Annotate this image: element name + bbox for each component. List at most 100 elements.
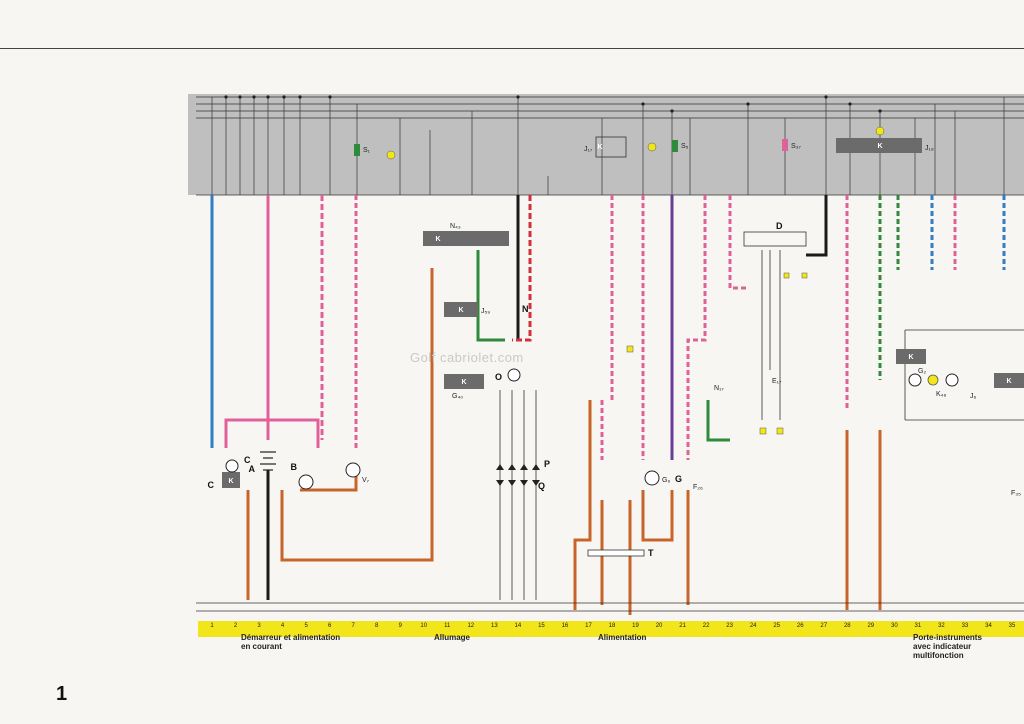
label-c-bottom: C [208, 480, 215, 490]
label-j18: J₁₈ [925, 145, 934, 152]
label-a: A [249, 464, 256, 474]
strip-number: 34 [985, 623, 992, 629]
circuit-number-strip [198, 621, 1024, 637]
label-g2: G₂ [918, 368, 926, 375]
label-g: G [675, 474, 682, 484]
wire-pink-loop [224, 418, 320, 448]
strip-number: 1 [210, 623, 214, 629]
strip-number: 14 [514, 623, 522, 629]
strip-number: 25 [773, 623, 781, 629]
strip-number: 22 [702, 623, 710, 629]
ground-bus [196, 602, 1024, 612]
label-g40: G₄₀ [452, 393, 463, 400]
strip-number: 7 [351, 623, 355, 629]
label-f35: F₃₅ [1011, 490, 1021, 497]
battery-a [260, 451, 276, 471]
g40-unit [444, 374, 484, 389]
strip-number: 12 [467, 623, 475, 629]
relay-k-7: K [1006, 378, 1011, 385]
relay-k-6: K [908, 354, 913, 361]
strip-number: 20 [655, 623, 663, 629]
d-ignition-switch [743, 231, 807, 247]
gauge-circles [225, 368, 959, 490]
label-v7: V₇ [362, 477, 370, 484]
j17-relay-box [595, 136, 627, 158]
bus-junctions [224, 95, 882, 113]
strip-number: 15 [538, 623, 545, 629]
s37-fuse [782, 139, 788, 151]
caption-ignition: Allumage [434, 633, 471, 642]
relay-k-3: K [435, 236, 440, 243]
strip-number: 24 [749, 623, 757, 629]
relay-k-2: K [877, 143, 882, 150]
strip-number: 19 [632, 623, 639, 629]
watermark: Golf cabriolet.com [410, 350, 524, 365]
bus-lines [196, 96, 1024, 119]
wire-pink-n17 [686, 195, 707, 460]
label-d: D [776, 221, 783, 231]
label-e17: E₁₇ [772, 378, 782, 385]
label-f26: F₂₆ [693, 484, 703, 491]
strip-number: 17 [585, 623, 592, 629]
label-p: P [544, 459, 550, 469]
label-j17: J₁₇ [584, 146, 593, 153]
strip-number: 31 [914, 623, 922, 629]
label-q: Q [538, 481, 545, 491]
strip-number: 10 [420, 623, 428, 629]
strip-number: 27 [820, 623, 828, 629]
strip-number: 11 [444, 623, 451, 629]
label-j6: J₆ [970, 393, 977, 400]
label-s37: S₃₇ [791, 143, 802, 150]
wire-red [512, 195, 532, 342]
thin-wires [499, 250, 1024, 600]
caption-starter: Démarreur et alimentation en courant [241, 633, 341, 651]
wire-black-d [806, 195, 828, 257]
wire-brown-g6 [641, 490, 674, 542]
plug-connectors [496, 464, 540, 486]
relay-marker-1 [386, 150, 396, 160]
label-c-top: C [244, 455, 251, 465]
label-b: B [291, 462, 298, 472]
relay-marker-3 [875, 126, 885, 136]
terminal-squares [626, 272, 808, 435]
strip-number: 21 [679, 623, 686, 629]
s5-fuse [672, 140, 678, 152]
label-g6: G₆ [662, 477, 670, 484]
strip-number: 28 [843, 623, 851, 629]
label-n43: N₄₃ [450, 223, 461, 230]
strip-number: 9 [398, 623, 402, 629]
strip-number: 35 [1008, 623, 1016, 629]
label-s1: S₁ [363, 147, 371, 154]
j18-relay-bar [836, 138, 922, 153]
label-s5: S₅ [681, 143, 689, 150]
wire-brown-fuel [573, 400, 592, 610]
relay-k-1: K [597, 144, 602, 151]
wire-brown-2 [280, 268, 434, 562]
label-o: O [495, 372, 502, 382]
strip-number: 3 [257, 623, 261, 629]
t-connector [587, 549, 645, 557]
strip-number: 23 [726, 623, 733, 629]
wires [210, 195, 1006, 615]
strip-number: 18 [608, 623, 616, 629]
instrument-relay [994, 373, 1024, 388]
relay-k-5: K [461, 379, 466, 386]
j59-relay [444, 302, 478, 317]
relay-k-8: K [228, 478, 233, 485]
strip-number: 32 [938, 623, 945, 629]
strip-number: 33 [961, 623, 969, 629]
label-j59: J₅₉ [481, 308, 490, 315]
relay-k-4: K [458, 307, 463, 314]
label-n17: N₁₇ [714, 385, 724, 392]
label-n: N [522, 304, 529, 314]
top-border-line [0, 48, 1024, 49]
strip-number: 26 [796, 623, 804, 629]
label-k48: K₄₈ [936, 391, 947, 398]
strip-number: 13 [491, 623, 498, 629]
j6-relay [896, 349, 926, 364]
strip-number: 29 [867, 623, 875, 629]
warning-lamp-k48 [927, 374, 939, 386]
caption-fuel: Alimentation [598, 633, 647, 642]
